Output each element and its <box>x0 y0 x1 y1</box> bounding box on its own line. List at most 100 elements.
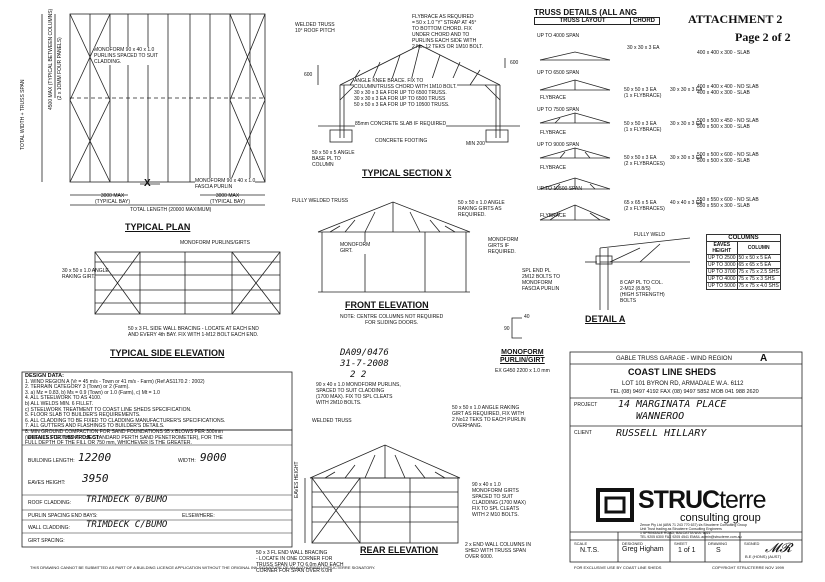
detail-spl-end-plate: SPL END PL 2M12 BOLTS TO MONOFORM FASCIA… <box>522 268 561 292</box>
firm-address: 1 SPRINGALE ROAD, BALCATTA W.A. 6021 <box>640 531 711 535</box>
side-raking-girt: 30 x 50 x 1.0 ANGLE RAKING GIRT. <box>62 268 109 280</box>
title-client-label: CLIENT <box>574 430 592 436</box>
truss-row-slab: 400 x 400 x 300 - SLAB <box>697 50 750 56</box>
front-monoform-girt: MONOFORM GIRT. <box>340 242 371 254</box>
columns-title: COLUMNS <box>706 234 781 242</box>
title-project-value[interactable]: 14 MARGINATA PLACE <box>618 399 727 410</box>
truss-row-web: 30 x 30 x 3 EA <box>670 155 703 161</box>
title-sheet-label: SHEET <box>674 541 688 546</box>
design-line: 4. ALL STEELWORK TO AS 4100. <box>25 395 102 402</box>
detail-cap-plate: 8 CAP PL TO COL. 2-M12 (8.8/S) (HIGH STR… <box>620 280 665 304</box>
truss-row-span: UP TO 6500 SPAN <box>537 70 580 76</box>
firm-contact: TEL 9205 6300 FAX 9205 4541 EMAIL admin@… <box>640 535 742 539</box>
front-monoform-girts: MONOFORM GIRTS IF REQUIRED. <box>488 237 519 255</box>
truss-row-web: 30 x 30 x 3 EA <box>670 121 703 127</box>
title-designed-label: DESIGNED <box>622 541 643 546</box>
front-note: NOTE: CENTRE COLUMNS NOT REQUIRED FOR SL… <box>340 314 444 326</box>
title-project-title: GABLE TRUSS GARAGE - WIND REGION <box>616 356 732 362</box>
truss-row-chord: 65 x 65 x 5 EA (2 x FLYBRACES) <box>624 200 665 212</box>
truss-row-slab: 500 x 500 x 600 - NO SLAB 500 x 500 x 30… <box>697 152 759 164</box>
section-knee-brace-note: ANGLE KNEE BRACE. FIX TO COLUMN/TRUSS CH… <box>354 78 457 108</box>
firm-name: Zenoe Pty Ltd (ABN 71 243 770 637) t/a S… <box>640 523 748 527</box>
design-line: 6. ALL CLADDING TO BE FIXED TO CLADDING … <box>25 417 226 424</box>
project-roof-label: ROOF CLADDING: <box>28 500 72 506</box>
truss-table-title: TRUSS DETAILS (ALL ANG <box>534 8 637 17</box>
section-footing-label: CONCRETE FOOTING <box>375 138 428 144</box>
stamp-date: 31-7-2008 <box>340 359 389 369</box>
project-length-label: BUILDING LENGTH: <box>28 458 75 464</box>
plan-total-length: TOTAL LENGTH (20000 MAXIMUM) <box>130 207 212 213</box>
heading-typical-side: TYPICAL SIDE ELEVATION <box>110 348 225 358</box>
plan-purlin-note: MONOFORM 90 x 40 x 1.0 PURLINS SPACED TO… <box>94 47 159 65</box>
plan-bay1: 3000 MAX (TYPICAL BAY) <box>95 193 131 205</box>
design-line: 2. TERRAIN CATEGORY 3 (Town) or 2 (Farm)… <box>25 384 130 391</box>
heading-typical-plan: TYPICAL PLAN <box>125 222 191 232</box>
project-wall-label: WALL CLADDING: <box>28 525 70 531</box>
truss-row-slab: 500 x 500 x 450 - NO SLAB 500 x 500 x 30… <box>697 118 759 130</box>
monoform-dim-90: 90 <box>504 326 510 332</box>
columns-header-eaves: EAVES HEIGHT <box>706 241 738 255</box>
design-line: b) ALL WELDS MIN. 6 FILLET. <box>25 400 94 407</box>
rear-monoform-girts: 90 x 40 x 1.0 MONOFORM GIRTS SPACED TO S… <box>472 482 526 518</box>
plan-dim-width: TOTAL WIDTH + TRUSS SPAN <box>20 79 26 150</box>
firm-trust: Unit Trust trading as Structerre Consult… <box>640 527 722 531</box>
logo-light: terre <box>719 486 766 514</box>
truss-row-flybrace: FLYBRACE <box>540 130 567 136</box>
project-length-value[interactable]: 12200 <box>78 451 112 464</box>
column-size: 50 x 50 x 5 EA <box>736 254 781 262</box>
heading-monoform: MONOFORM PURLIN/GIRT <box>500 349 545 364</box>
truss-row-span: UP TO 9000 SPAN <box>537 142 580 148</box>
rear-raking-girt: 50 x 50 x 1.0 ANGLE RAKING GIRT AS REQUI… <box>452 405 526 429</box>
title-scale-label: SCALE <box>574 541 588 546</box>
heading-front-elevation: FRONT ELEVATION <box>345 300 429 310</box>
heading-typical-section: TYPICAL SECTION X <box>362 168 452 178</box>
truss-row-web: 40 x 40 x 3 EA <box>670 200 703 206</box>
project-purlin-label: PURLIN SPACING END BAYS: <box>28 513 98 519</box>
monoform-dim-40: 40 <box>524 314 530 320</box>
truss-header-chord: CHORD <box>630 18 655 24</box>
rear-end-columns: 2 x END WALL COLUMNS IN SHED WITH TRUSS … <box>465 542 532 560</box>
design-line: c) STEELWORK TREATMENT TO COAST LINE SHE… <box>25 406 192 413</box>
truss-row-slab: 400 x 400 x 400 - NO SLAB 400 x 400 x 30… <box>697 84 759 96</box>
rear-end-bracing: 50 x 3 FL END WALL BRACING - LOCATE IN O… <box>256 550 344 574</box>
project-width-value[interactable]: 9000 <box>200 451 227 464</box>
plan-fascia-note: MONOFORM 90 x 40 x 1.0 FASCIA PURLIN <box>195 178 256 190</box>
eaves-height: UP TO 2500 <box>706 254 738 262</box>
design-line: FULL DEPTH OF THE FILL OR 750 mm, WHICHE… <box>25 440 192 447</box>
project-width-label: WIDTH: <box>178 458 196 464</box>
title-client-value[interactable]: RUSSELL HILLARY <box>616 428 707 439</box>
title-project-value2[interactable]: WANNEROO <box>636 411 685 422</box>
design-line: 8. MIN GROUND COMPACTION FOR SAND FOUNDA… <box>25 428 223 435</box>
project-details-title: DETAILS FOR THIS PROJECT: <box>28 435 100 441</box>
title-drawing-label: DRAWING <box>708 541 728 546</box>
side-monoform-label: MONOFORM PURLINS/GIRTS <box>180 240 250 246</box>
front-raking-girts: 50 x 50 x 1.0 ANGLE RAKING GIRTS AS REQU… <box>458 200 505 218</box>
signature-icon: 𝓜𝓡 <box>765 540 792 555</box>
structerre-logo: STRUCterre <box>638 486 767 515</box>
front-fully-welded: FULLY WELDED TRUSS <box>292 198 349 204</box>
stamp-number: DA09/0476 <box>340 348 389 358</box>
truss-row-flybrace: FLYBRACE <box>540 213 567 219</box>
title-drawing: S <box>716 547 721 554</box>
logo-bold: STRUC <box>638 486 720 514</box>
column-size: 75 x 75 x 4.0 SHS <box>736 282 781 290</box>
project-wall-value[interactable]: TRIMDECK C/BUMO <box>86 520 168 530</box>
detail-fully-weld: FULLY WELD <box>634 232 665 238</box>
section-welded-truss: WELDED TRUSS 10° ROOF PITCH <box>295 22 335 34</box>
project-elsewhere-label: ELSEWHERE: <box>182 513 215 519</box>
section-slab-note: 85mm CONCRETE SLAB IF REQUIRED <box>355 121 447 127</box>
side-bracing-note: 50 x 3 FL SIDE WALL BRACING - LOCATE AT … <box>128 326 259 338</box>
section-dim-600b: 600 <box>510 60 519 66</box>
column-size: 75 x 75 x 2.5 SHS <box>736 268 781 276</box>
truss-row-chord: 50 x 50 x 3 EA (1 x FLYBRACE) <box>624 87 662 99</box>
project-eaves-value[interactable]: 3950 <box>82 472 109 485</box>
rear-eaves-height: EAVES HEIGHT <box>294 461 300 498</box>
truss-row-span: UP TO 7500 SPAN <box>537 107 580 113</box>
design-line: 3. a) Mz = 0.83, b) Ms = 0.9 (Town) or 1… <box>25 389 160 396</box>
project-roof-value[interactable]: TRIMDECK 0/BUMO <box>86 495 168 505</box>
